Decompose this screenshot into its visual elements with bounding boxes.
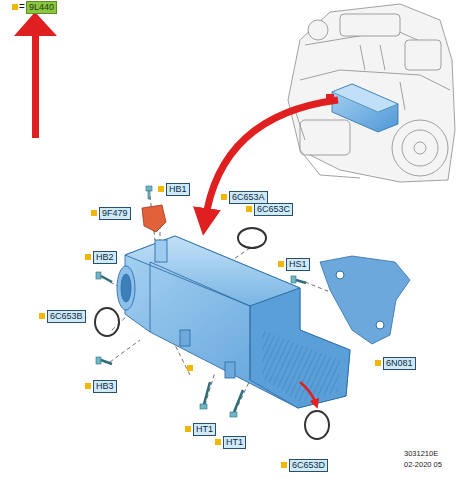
callout-number: 6N081	[383, 357, 416, 370]
callout-number: HB3	[93, 380, 117, 393]
intercooler-on-engine	[326, 84, 398, 132]
seal-rings	[95, 228, 329, 439]
marker-square	[39, 313, 45, 319]
marker-square	[221, 194, 227, 200]
marker-square	[85, 383, 91, 389]
callout-number: HT1	[223, 436, 246, 449]
bracket-9f479	[142, 205, 166, 232]
marker-square	[85, 254, 91, 260]
red-arrow-small	[300, 382, 316, 404]
callout-number: HS1	[286, 258, 310, 271]
intercooler	[117, 236, 350, 408]
engine-illustration	[288, 4, 455, 182]
callout-number: 9F479	[99, 207, 131, 220]
marker-square	[91, 210, 97, 216]
callout-number: HT1	[193, 423, 216, 436]
callout-number: 6C653D	[289, 459, 328, 472]
note-text: =	[19, 1, 25, 12]
marker-square	[246, 206, 252, 212]
marker-square	[278, 261, 284, 267]
callout-number: HB1	[166, 183, 190, 196]
note-text: 02-2020 05	[404, 459, 442, 470]
marker-square	[215, 439, 221, 445]
marker-square	[185, 426, 191, 432]
marker-square	[187, 365, 193, 371]
bracket-6n081	[320, 256, 410, 344]
marker-square	[12, 4, 18, 10]
callout-number: HB2	[93, 251, 117, 264]
bolts	[96, 186, 306, 417]
marker-square	[375, 360, 381, 366]
callout-number: 6C653C	[254, 203, 293, 216]
callout-number: 6C653B	[47, 310, 86, 323]
marker-square	[158, 186, 164, 192]
callout-number: 9L440	[26, 1, 57, 14]
red-arrow	[14, 12, 57, 138]
red-curved-arrow	[205, 100, 338, 222]
note-text: 3031210E	[404, 448, 438, 459]
marker-square	[281, 462, 287, 468]
